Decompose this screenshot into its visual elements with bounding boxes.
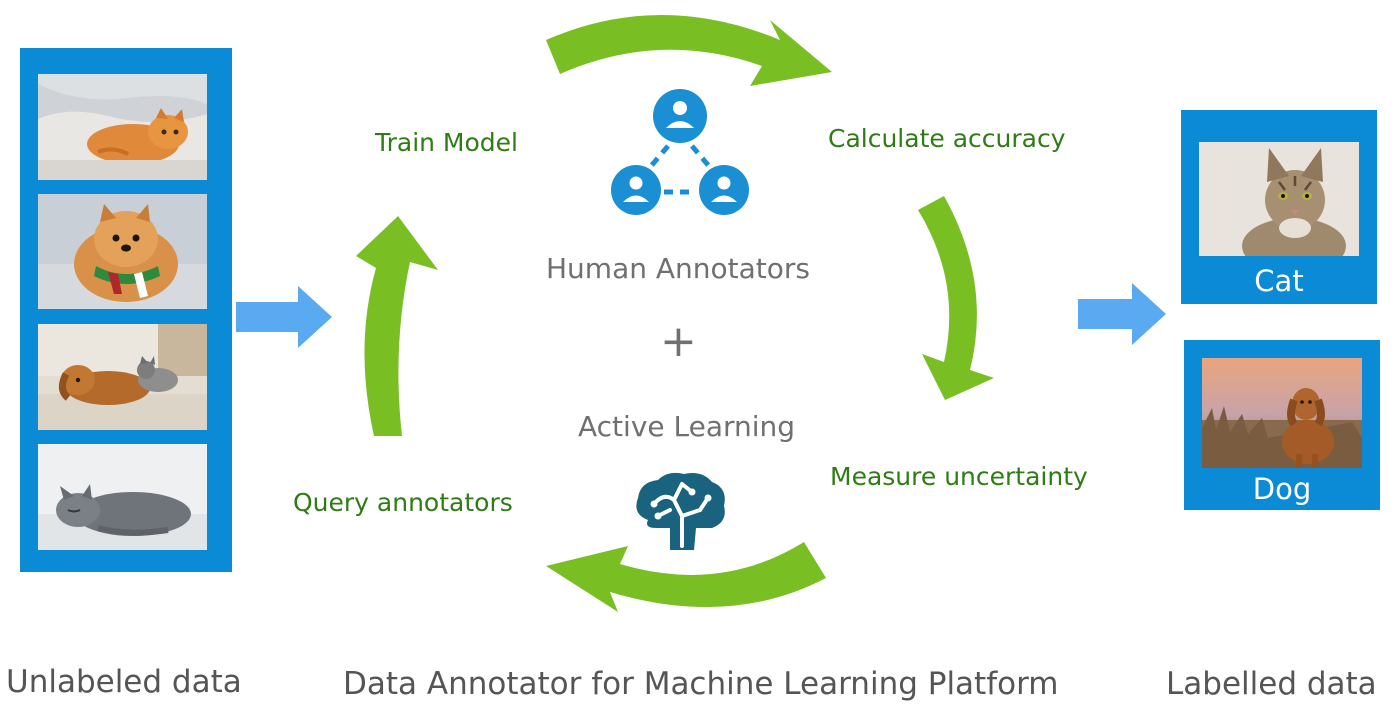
active-learning-label: Active Learning <box>578 410 796 443</box>
step-calculate-accuracy: Calculate accuracy <box>828 124 1066 153</box>
grey-cat-photo <box>38 444 207 550</box>
person-icon-top <box>653 89 707 143</box>
plus-sign: + <box>660 316 697 367</box>
dog-and-cat-photo <box>38 324 207 430</box>
cycle-arrow-bottom <box>546 542 826 612</box>
dog-label: Dog <box>1252 472 1312 506</box>
step-train-model: Train Model <box>375 128 518 157</box>
brain-icon <box>636 472 725 550</box>
labelled-card-dog: Dog <box>1184 340 1380 510</box>
unlabeled-data-frame <box>20 48 232 572</box>
output-arrow <box>1078 283 1166 345</box>
cat-label: Cat <box>1254 264 1304 298</box>
input-arrow <box>236 286 332 348</box>
kitten-photo <box>38 74 207 180</box>
step-measure-uncertainty: Measure uncertainty <box>830 462 1088 491</box>
unlabeled-data-caption: Unlabeled data <box>6 664 242 700</box>
cycle-arrow-left <box>356 216 438 436</box>
person-icon-left <box>611 165 661 215</box>
labelled-data-caption: Labelled data <box>1166 666 1377 702</box>
vizsla-dog-photo <box>1202 358 1362 468</box>
labelled-card-cat: Cat <box>1181 110 1377 304</box>
tabby-cat-photo <box>1199 142 1359 256</box>
cycle-arrow-right <box>918 196 994 400</box>
cycle-arrow-top <box>546 15 832 86</box>
pomeranian-photo <box>38 194 207 309</box>
person-icon-right <box>699 165 749 215</box>
people-network-icon <box>611 89 749 215</box>
step-query-annotators: Query annotators <box>293 488 513 517</box>
human-annotators-label: Human Annotators <box>546 252 811 285</box>
platform-title: Data Annotator for Machine Learning Plat… <box>343 666 1059 702</box>
